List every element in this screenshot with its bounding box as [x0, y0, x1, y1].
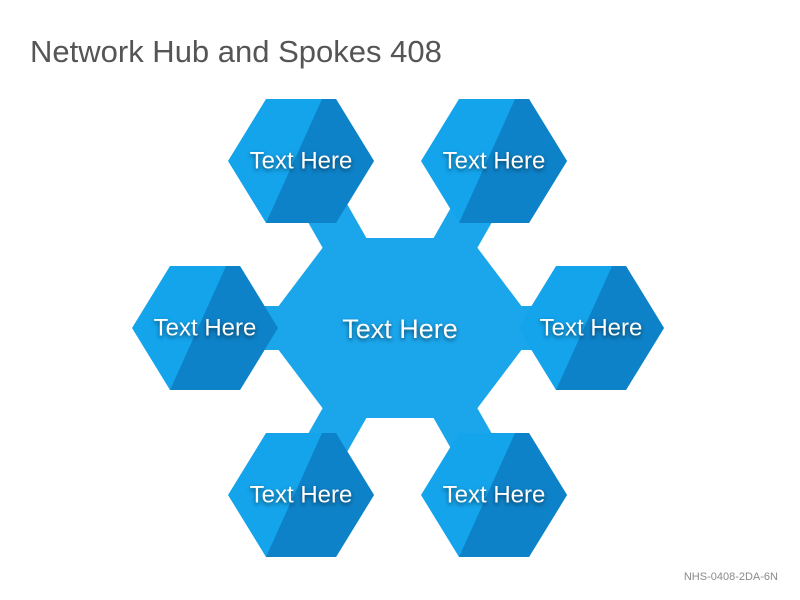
spoke-shade-top-right: [459, 99, 567, 223]
spoke-label-top-left: Text Here: [250, 148, 353, 175]
spoke-shade-bottom-right: [459, 433, 567, 557]
hub-label: Text Here: [342, 314, 458, 344]
hub-shape: [262, 238, 538, 418]
spoke-label-top-right: Text Here: [443, 148, 546, 175]
spoke-label-left: Text Here: [154, 315, 257, 342]
slide-title: Network Hub and Spokes 408: [30, 34, 442, 69]
spoke-label-bottom-right: Text Here: [443, 482, 546, 509]
spoke-label-bottom-left: Text Here: [250, 482, 353, 509]
spoke-label-right: Text Here: [540, 315, 643, 342]
spoke-shade-top-left: [266, 99, 374, 223]
spoke-hexagon-bottom-left: [228, 433, 374, 557]
spoke-hexagon-bottom-right: [421, 433, 567, 557]
spoke-hexagon-top-left: [228, 99, 374, 223]
spoke-hexagon-right: [518, 266, 664, 390]
hub-hexagon: [262, 238, 538, 418]
spoke-shade-right: [556, 266, 664, 390]
spoke-hexagon-top-right: [421, 99, 567, 223]
spoke-hexagon-left: [132, 266, 278, 390]
spoke-shade-bottom-left: [266, 433, 374, 557]
slide-code: NHS-0408-2DA-6N: [683, 571, 778, 583]
spoke-shade-left: [170, 266, 278, 390]
